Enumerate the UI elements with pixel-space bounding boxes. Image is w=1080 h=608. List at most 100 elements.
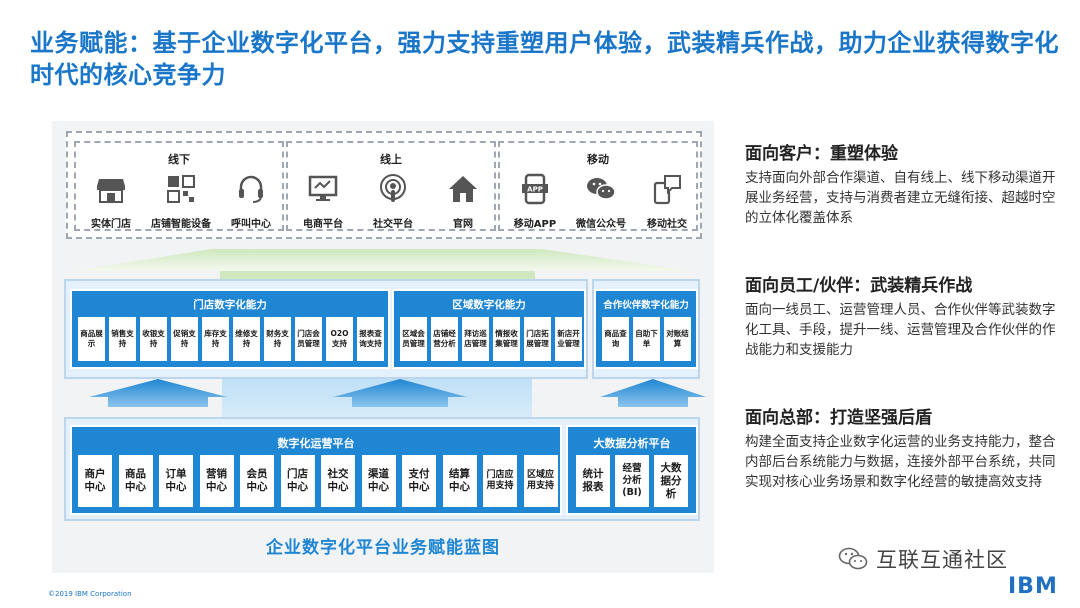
channel-ecommerce: 电商平台	[288, 173, 358, 231]
headset-icon	[239, 175, 263, 203]
capability-item: 收银支持	[140, 317, 167, 361]
platform-item: 门店应用支持	[483, 455, 517, 507]
platform-item: 营销中心	[199, 455, 234, 507]
capability-item: 自助下单	[633, 317, 660, 361]
channel-label: 移动社交	[647, 219, 687, 230]
up-arrow-right-shape	[600, 379, 706, 407]
channel-label: 微信公众号	[576, 219, 626, 230]
watermark: 互联互通社区	[838, 545, 1008, 573]
channel-label: 店铺智能设备	[151, 219, 211, 230]
regional-capability-section: 区域数字化能力 区域会员管理 店铺经营分析 拜访巡店管理 情报收集管理 门店拓展…	[392, 289, 586, 369]
capability-item: 报表查询支持	[357, 317, 384, 361]
capability-item: 销售支持	[109, 317, 136, 361]
section-title: 区域数字化能力	[452, 299, 526, 311]
desc-heading: 面向总部：打造坚强后盾	[745, 408, 932, 428]
channel-layer: 线下 实体门店 店铺智能设备	[66, 131, 702, 239]
capability-item: O2O支持	[326, 317, 353, 361]
section-title: 合作伙伴数字化能力	[603, 300, 689, 311]
platform-item: 区域应用支持	[523, 455, 558, 507]
channel-mobile-app: APP 移动APP	[500, 173, 570, 231]
channel-group-title: 线下	[168, 153, 190, 166]
capability-item: 对账结算	[664, 317, 691, 361]
channel-label: 电商平台	[303, 219, 343, 230]
channel-label: 官网	[453, 219, 473, 230]
platform-item: 经营分析(BI)	[615, 455, 649, 507]
channel-website: 官网	[428, 173, 498, 231]
section-title: 大数据分析平台	[593, 437, 671, 450]
platform-item: 订单中心	[159, 455, 193, 507]
mobile-app-icon: APP	[522, 173, 548, 205]
channel-social: 社交平台	[358, 173, 428, 231]
capability-item: 情报收集管理	[493, 317, 520, 361]
up-arrow-center-shape	[333, 379, 467, 407]
desc-staff: 面向员工/伙伴：武装精兵作战 面向一线员工、运营管理人员、合作伙伴等武装数字化工…	[745, 274, 1065, 360]
center-column	[220, 271, 535, 281]
desc-text: 面向一线员工、运营管理人员、合作伙伴等武装数字化工具、手段，提升一线、运营管理及…	[745, 302, 1056, 358]
wechat-icon	[838, 547, 868, 570]
channel-group-mobile: 移动 APP 移动APP 微信公众号	[498, 141, 698, 231]
platform-item: 统计报表	[576, 455, 610, 507]
flow-graphics	[72, 249, 706, 419]
operations-platform-section: 数字化运营平台 商户中心 商品中心 订单中心 营销中心 会员中心 门店中心 社交…	[70, 425, 562, 515]
capability-item: 商品查询	[602, 317, 629, 361]
channel-mobile-social: 移动社交	[632, 173, 702, 231]
section-title: 数字化运营平台	[277, 437, 355, 450]
wechat-icon	[587, 178, 616, 200]
desc-text: 构建全面支持企业数字化运营的业务支持能力，整合内部后台系统能力与数据，连接外部平…	[745, 434, 1056, 490]
desc-text: 支持面向外部合作渠道、自有线上、线下移动渠道开展业务经营，支持与消费者建立无缝衔…	[745, 170, 1056, 226]
diagram-caption: 企业数字化平台业务赋能蓝图	[266, 538, 500, 558]
platform-item: 结算中心	[442, 455, 477, 507]
monitor-icon	[308, 175, 338, 201]
home-icon	[449, 176, 477, 202]
capability-item: 店铺经营分析	[431, 317, 458, 361]
bigdata-platform-section: 大数据分析平台 统计报表 经营分析(BI) 大数据分析	[566, 425, 698, 515]
capability-item: 拜访巡店管理	[462, 317, 489, 361]
capability-item: 门店拓展管理	[524, 317, 551, 361]
podcast-icon	[380, 174, 406, 202]
channel-smart-device: 店铺智能设备	[146, 173, 216, 231]
watermark-text: 互联互通社区	[876, 548, 1008, 572]
channel-label: 实体门店	[91, 219, 131, 230]
desc-customer: 面向客户：重塑体验 支持面向外部合作渠道、自有线上、线下移动渠道开展业务经营，支…	[745, 142, 1065, 228]
platform-item: 渠道中心	[361, 455, 396, 507]
svg-text:APP: APP	[527, 186, 543, 194]
ibm-logo: IBM	[1008, 574, 1058, 599]
channel-call-center: 呼叫中心	[216, 173, 286, 231]
platform-item: 门店中心	[280, 455, 315, 507]
capability-item: 商品展示	[78, 317, 105, 361]
capability-item: 促销支持	[171, 317, 198, 361]
up-arrow-left-shape	[89, 379, 227, 407]
channel-wechat: 微信公众号	[566, 173, 636, 231]
platform-item: 社交中心	[321, 455, 355, 507]
page-title: 业务赋能：基于企业数字化平台，强力支持重塑用户体验，武装精兵作战，助力企业获得数…	[30, 29, 1059, 89]
capability-item: 维修支持	[233, 317, 260, 361]
platform-item: 会员中心	[240, 455, 274, 507]
platform-item: 支付中心	[402, 455, 436, 507]
partner-capability-section: 合作伙伴数字化能力 商品查询 自助下单 对账结算	[594, 289, 698, 369]
store-capability-section: 门店数字化能力 商品展示 销售支持 收银支持 促销支持 库存支持 维修支持 财务…	[70, 289, 390, 369]
channel-group-title: 移动	[587, 153, 609, 166]
platform-item: 商品中心	[118, 455, 153, 507]
channel-label: 社交平台	[373, 219, 413, 230]
channel-label: 移动APP	[513, 219, 557, 230]
channel-group-title: 线上	[380, 153, 402, 166]
capability-item: 区域会员管理	[400, 317, 427, 361]
desc-heading: 面向员工/伙伴：武装精兵作战	[745, 276, 973, 296]
capability-item: 新店开业管理	[555, 317, 582, 361]
chat-phone-icon	[653, 175, 681, 205]
desc-headquarters: 面向总部：打造坚强后盾 构建全面支持企业数字化运营的业务支持能力，整合内部后台系…	[745, 406, 1065, 492]
copyright: ©2019 IBM Corporation	[48, 590, 132, 598]
channel-group-online: 线上 电商平台 社交平台	[286, 141, 496, 231]
upward-trapezoid	[72, 249, 692, 271]
storefront-icon	[97, 179, 125, 203]
section-title: 门店数字化能力	[193, 299, 267, 311]
capability-item: 财务支持	[264, 317, 291, 361]
desc-heading: 面向客户：重塑体验	[745, 144, 898, 164]
blueprint-diagram: 线下 实体门店 店铺智能设备	[52, 121, 714, 573]
capability-item: 门店会员管理	[295, 317, 322, 361]
channel-label: 呼叫中心	[231, 219, 271, 230]
platform-item: 商户中心	[78, 455, 112, 507]
channel-group-offline: 线下 实体门店 店铺智能设备	[74, 141, 284, 231]
smart-device-icon	[167, 175, 195, 203]
capability-item: 库存支持	[202, 317, 229, 361]
